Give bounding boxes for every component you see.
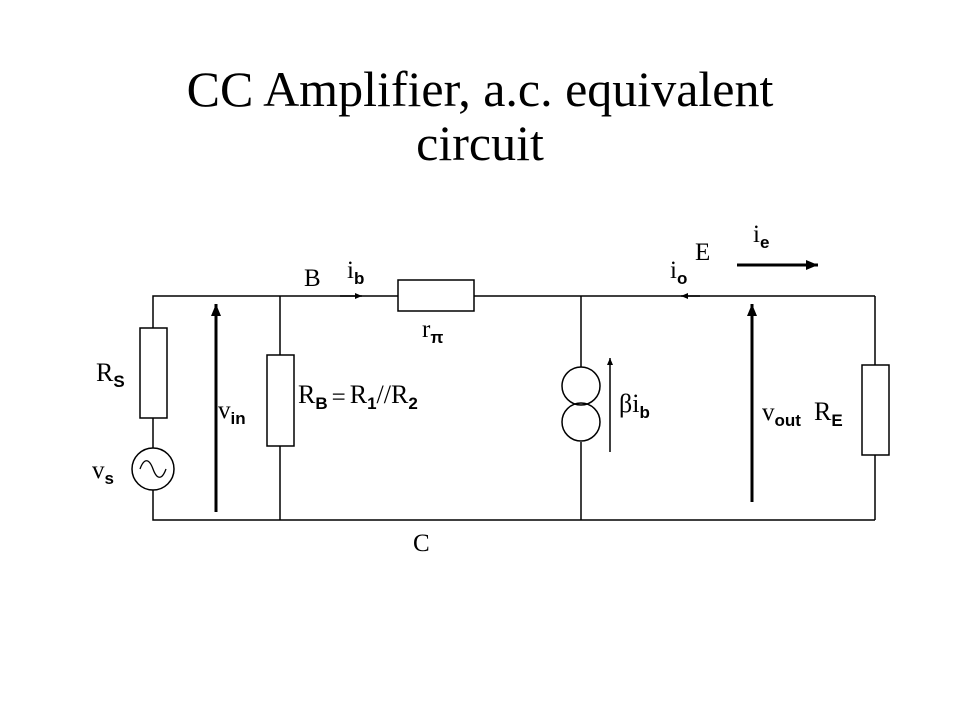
rb-label: RB=R1//R2: [298, 380, 418, 413]
bottom-wire: [152, 490, 875, 521]
rs-label: RS: [96, 358, 125, 391]
re-label: RE: [814, 397, 843, 430]
resistor-rpi: [397, 279, 475, 312]
resistor-rb: [266, 354, 295, 447]
node-b-label: B: [304, 265, 321, 292]
slide-title: CC Amplifier, a.c. equivalent circuit: [0, 62, 960, 170]
resistor-re: [861, 364, 890, 456]
circuit-wires: [152, 295, 876, 521]
title-line-2: circuit: [416, 115, 544, 171]
node-c-label: C: [413, 530, 430, 557]
ib-label: ib: [347, 257, 364, 288]
node-e-label: E: [695, 239, 710, 266]
rpi-label: rπ: [422, 316, 443, 347]
resistor-rs: [139, 327, 168, 419]
io-label: io: [670, 257, 687, 288]
vout-label: vout: [762, 399, 801, 430]
current-source-icon: [561, 366, 601, 442]
vs-label: vs: [92, 457, 114, 488]
top-wire-left: [152, 295, 398, 328]
title-line-1: CC Amplifier, a.c. equivalent: [186, 61, 774, 117]
vin-label: vin: [218, 397, 246, 428]
ac-source-icon: [131, 447, 175, 491]
beta-ib-label: βib: [619, 389, 650, 422]
ie-label: ie: [753, 221, 769, 252]
